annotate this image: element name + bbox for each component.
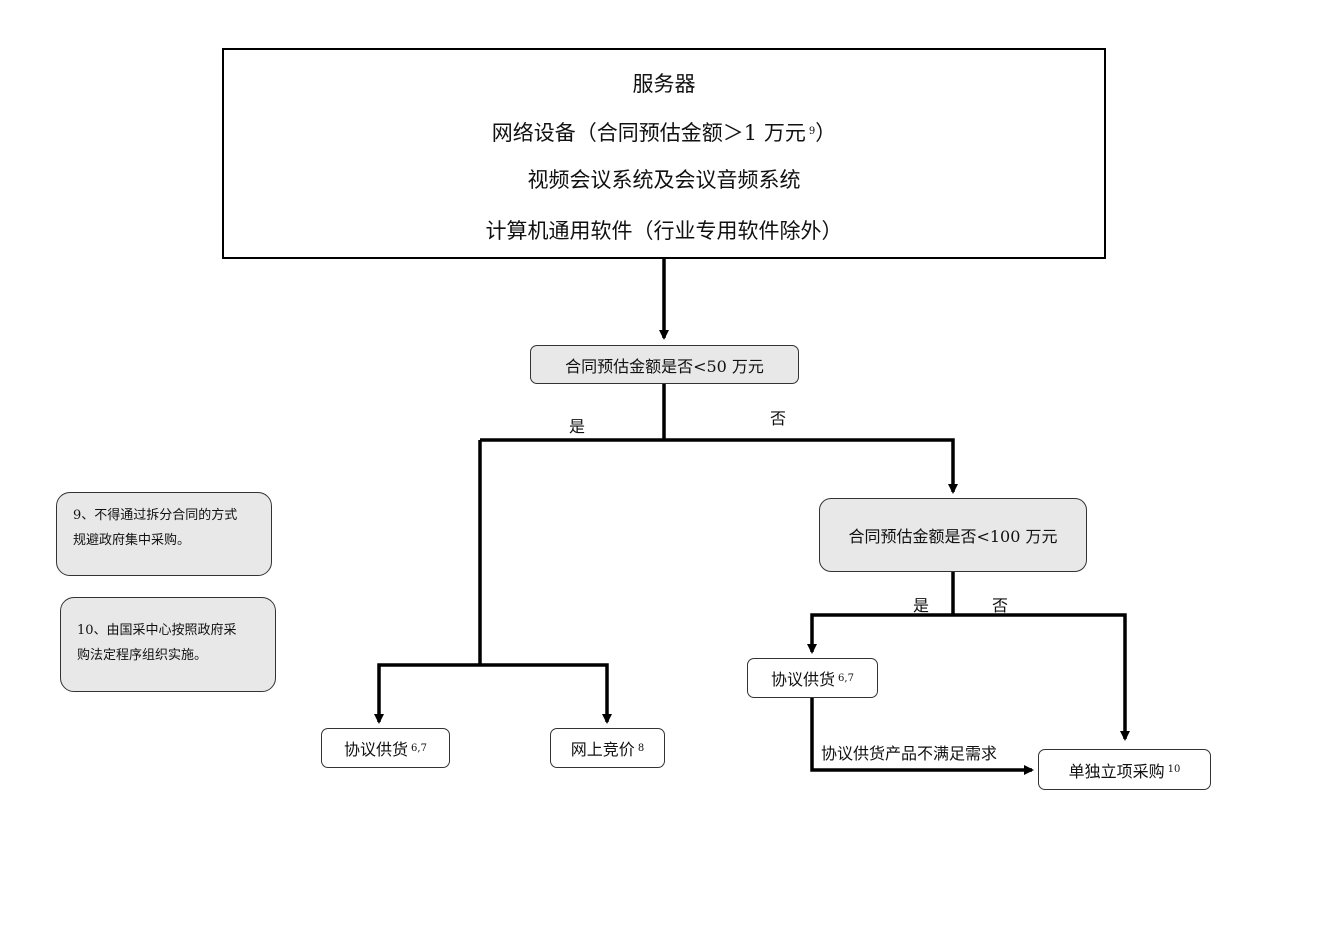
branch-yes-label: 是 [569, 417, 586, 436]
footnote-ref-6-7-right: 6,7 [838, 672, 854, 684]
scope-network-text: 网络设备（合同预估金额＞1 万元 [491, 121, 806, 145]
edge-to-online-bidding [480, 663, 612, 724]
leaf-online-bidding-label: 网上竞价 [570, 740, 635, 759]
branch-no-label-2: 否 [992, 596, 1009, 615]
footnote-ref-8: 8 [637, 742, 645, 754]
scope-general-software: 计算机通用软件（行业专用软件除外） [485, 219, 843, 243]
leaf-agreement-supply-left-label: 协议供货 [344, 740, 409, 759]
note-9: 9、不得通过拆分合同的方式 规避政府集中采购。 [56, 492, 272, 576]
branch-no-label: 否 [770, 409, 787, 428]
scope-network-close: ） [815, 121, 837, 145]
note-9-line1: 9、不得通过拆分合同的方式 [73, 508, 238, 523]
decision-under-100k: 合同预估金额是否<100 万元 [819, 498, 1087, 572]
footnote-ref-10: 10 [1167, 764, 1181, 775]
footnote-ref-9: 9 [808, 126, 816, 137]
leaf-agreement-supply-right-label: 协议供货 [771, 670, 836, 689]
edge-to-left-agreement [374, 663, 480, 724]
scope-servers: 服务器 [632, 72, 696, 96]
note-10: 10、由国采中心按照政府采 购法定程序组织实施。 [60, 597, 276, 692]
edge-decision2-no [953, 613, 1130, 741]
edge-decision1-no [664, 438, 958, 494]
decision-under-100k-label: 合同预估金额是否<100 万元 [848, 527, 1058, 546]
edge-label-unmet-demand: 协议供货产品不满足需求 [821, 744, 998, 763]
scope-video-conference: 视频会议系统及会议音频系统 [527, 168, 801, 192]
leaf-separate-procurement-label: 单独立项采购 [1068, 761, 1165, 781]
edge-unmet-demand [810, 697, 1034, 775]
edge-decision2-yes [807, 613, 953, 654]
note-10-line1: 10、由国采中心按照政府采 [77, 623, 237, 638]
note-9-line2: 规避政府集中采购。 [73, 533, 191, 548]
decision-under-50k: 合同预估金额是否<50 万元 [530, 345, 799, 384]
footnote-ref-6-7: 6,7 [411, 742, 427, 754]
decision-under-50k-label: 合同预估金额是否<50 万元 [565, 356, 764, 376]
note-10-line2: 购法定程序组织实施。 [77, 648, 208, 663]
branch-yes-label-2: 是 [913, 596, 930, 615]
